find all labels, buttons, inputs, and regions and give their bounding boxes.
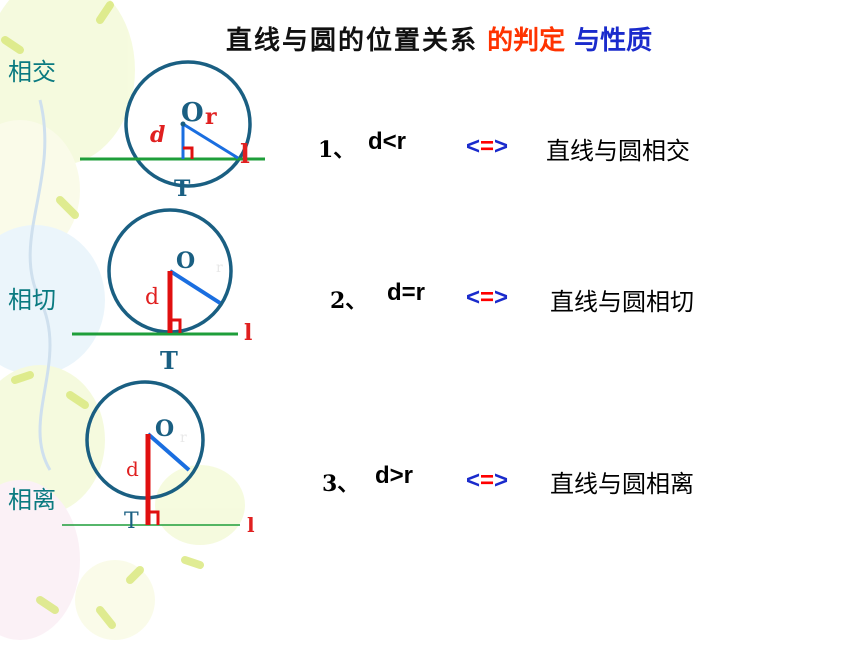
radius-1 [182,122,239,160]
label-T-3: T [124,509,139,534]
right-angle-mark-2 [170,318,182,333]
diagram-tangent: O r d T l [72,208,252,375]
label-O-1: O [181,98,204,128]
equivalence-arrow-1: <=> [466,133,508,161]
side-label-tangent: 相切 [8,286,56,314]
circle-1 [124,60,252,188]
diagram-separate: O r d T l [62,380,255,537]
radius-2 [168,269,222,305]
label-d-2: d [145,285,159,310]
radius-3 [146,432,191,472]
case-number-3: 3、 [322,471,360,497]
center-dot-1 [180,121,186,127]
case-description-3: 直线与圆相离 [550,470,694,498]
decor-stroke [96,1,114,24]
arrow-right: > [494,284,509,311]
right-angle-mark-3 [148,510,160,525]
case-condition-2: d=r [387,279,426,306]
balloon-shape [0,480,80,640]
decor-stroke [66,391,89,409]
arrow-left: < [466,284,481,311]
arrow-right: > [494,467,509,494]
arrow-right: > [494,133,509,160]
case-description-2: 直线与圆相切 [550,288,694,316]
case-number-2: 2、 [330,288,368,314]
title-part-property: 与性质 [574,26,653,56]
decor-stroke [36,596,59,614]
decor-stroke [181,556,204,569]
label-l-1: l [240,140,250,170]
right-angle-mark-1 [183,146,194,159]
equivalence-arrow-2: <=> [466,284,508,312]
label-T-1: T [174,176,191,202]
balloon-string [28,99,52,471]
case-condition-3: d>r [375,462,414,489]
case-number-1: 1、 [318,137,356,163]
equivalence-arrow-3: <=> [466,467,508,495]
decor-stroke [126,566,144,584]
label-r-2: r [216,260,223,276]
label-d-3: d [126,457,139,481]
balloon-shape [0,225,105,375]
title-part-judgement: 的判定 [487,26,566,56]
arrow-left: < [466,467,481,494]
label-O-3: O [155,416,174,442]
arrow-mid: = [480,133,495,160]
label-d-1: d [150,122,165,148]
label-l-3: l [247,513,255,537]
decor-stroke [11,371,34,384]
case-description-1: 直线与圆相交 [546,137,690,165]
page-title: 直线与圆的位置关系 的判定 与性质 [226,20,652,57]
diagram-intersect: O r d T l [80,60,265,202]
label-T-2: T [160,346,178,375]
side-label-separate: 相离 [8,486,56,514]
decor-stroke [56,196,79,219]
label-r-1: r [205,104,217,130]
label-r-3: r [180,430,187,446]
arrow-mid: = [480,467,495,494]
arrow-left: < [466,133,481,160]
circle-3 [85,380,205,500]
label-l-2: l [244,320,252,346]
label-O-2: O [176,248,195,274]
arrow-mid: = [480,284,495,311]
title-part-main: 直线与圆的位置关系 [226,26,479,56]
case-condition-1: d<r [368,128,407,155]
decor-stroke [1,36,24,54]
decor-stroke [96,606,116,629]
side-label-intersect: 相交 [8,58,56,86]
